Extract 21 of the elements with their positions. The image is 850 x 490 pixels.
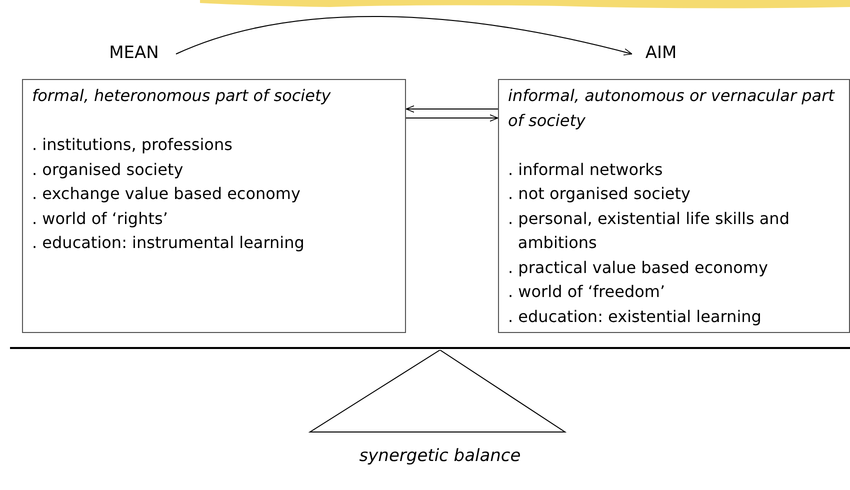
list-item: . practical value based economy: [508, 256, 769, 278]
text-box: [22, 79, 406, 333]
box-heading: formal, heteronomous part of society: [32, 85, 332, 107]
list-item: . exchange value based economy: [32, 183, 302, 205]
arrow: [406, 114, 498, 122]
list-item: . organised society: [32, 158, 184, 180]
text-box: [498, 79, 850, 333]
arrow: [406, 105, 498, 113]
box-heading: informal, autonomous or vernacular part of society: [508, 85, 836, 132]
list-item: . personal, existential life skills and ambitions: [508, 208, 790, 254]
list-item: . not organised society: [508, 183, 692, 205]
list-item: . institutions, professions: [32, 134, 234, 156]
list-item: . world of ‘rights’: [32, 208, 169, 230]
list-item: . world of ‘freedom’: [508, 281, 666, 303]
column-heading: AIM: [636, 40, 686, 66]
list-item: . education: instrumental learning: [32, 232, 306, 254]
balance-caption: synergetic balance: [359, 446, 521, 466]
column-heading: MEAN: [96, 40, 172, 66]
list-item: . education: existential learning: [508, 306, 762, 328]
arrow: [176, 16, 632, 56]
list-item: . informal networks: [508, 158, 664, 180]
